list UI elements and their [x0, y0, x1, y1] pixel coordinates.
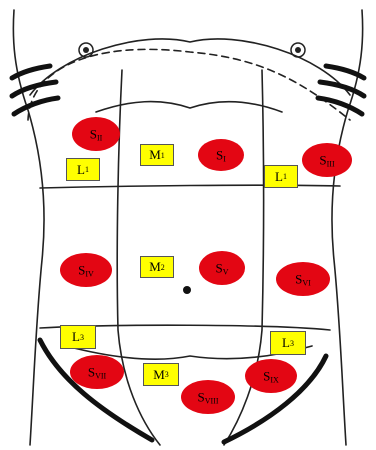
right-nipple — [291, 43, 305, 57]
right-ribs — [318, 66, 364, 114]
left-inguinal-curve — [40, 340, 152, 440]
region-label-s4: SIV — [78, 264, 94, 279]
region-label-s9: SIX — [263, 370, 279, 385]
region-label-s2: SII — [90, 128, 103, 143]
region-label-s1: SI — [216, 149, 226, 164]
region-label-s5: SV — [215, 262, 228, 277]
costal-arch — [96, 102, 282, 112]
region-label-s8: SVIII — [197, 391, 218, 406]
region-label-s6: SVI — [295, 273, 311, 288]
region-label-s3: SIII — [319, 154, 334, 169]
region-label-s7: SVII — [88, 366, 106, 381]
navel — [183, 286, 191, 294]
